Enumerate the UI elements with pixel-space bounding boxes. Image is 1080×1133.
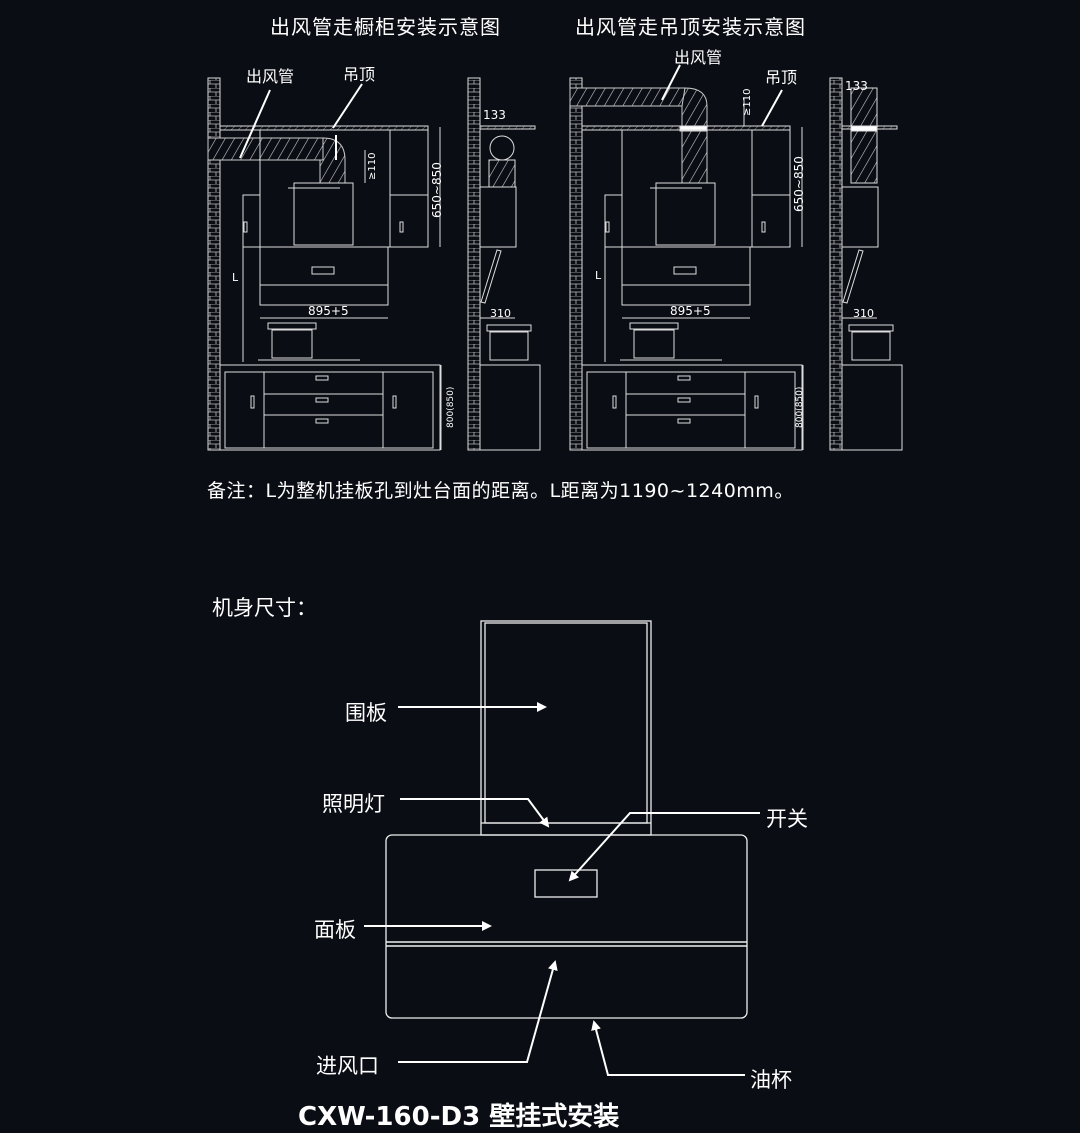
- counter: [581, 364, 803, 451]
- dim-width-2: 895+5: [670, 304, 711, 318]
- dimensions-title: 机身尺寸：: [212, 596, 317, 620]
- counter-inner: [224, 371, 434, 449]
- label-L-2: L: [595, 269, 602, 282]
- pot-lid: [629, 322, 679, 330]
- dim-height-2: 650~850: [792, 156, 806, 212]
- label-duct-2: 出风管: [674, 48, 722, 67]
- label-oil-cup: 油杯: [750, 1068, 792, 1092]
- footer-title: CXW-160-D3 壁挂式安装: [298, 1102, 620, 1132]
- dim-counter-2: 800(850): [795, 387, 805, 428]
- pot-lid: [486, 324, 532, 332]
- duct: [488, 159, 516, 188]
- handle: [761, 221, 766, 233]
- leader-duct: [661, 64, 681, 101]
- dim-side-top-2: 133: [845, 79, 868, 93]
- counter: [841, 364, 903, 451]
- drawer-handle: [315, 418, 329, 424]
- hood-drawing: [385, 620, 748, 1019]
- label-panel-upper: 围板: [345, 701, 387, 725]
- label-switch: 开关: [766, 807, 808, 831]
- title-cabinet-install: 出风管走橱柜安装示意图: [270, 15, 501, 39]
- handle: [605, 221, 610, 233]
- ceiling: [479, 125, 536, 130]
- dim-side-depth: 310: [490, 307, 511, 320]
- dim-width: 895+5: [308, 304, 349, 318]
- handle: [392, 395, 397, 409]
- install-note: 备注：L为整机挂板孔到灶台面的距离。L距离为1190~1240mm。: [207, 480, 794, 502]
- dim-side-top: 133: [483, 108, 506, 122]
- switch: [673, 266, 697, 275]
- callout-arrows: [364, 702, 760, 1076]
- drawer-handle: [315, 397, 329, 403]
- counter: [219, 364, 441, 451]
- wall: [207, 77, 221, 451]
- duct-elbow: [319, 137, 346, 184]
- duct: [207, 137, 324, 161]
- drawer-handle: [315, 375, 329, 381]
- label-ceiling-2: 吊顶: [765, 68, 797, 87]
- switch: [311, 266, 335, 275]
- installation-diagram: 出风管 吊顶 出风管 吊顶 895+5 895+5 133 133 310 31…: [207, 48, 903, 1076]
- wall: [829, 77, 843, 451]
- wall: [467, 77, 481, 451]
- label-ceiling: 吊顶: [343, 65, 375, 84]
- wall: [569, 77, 583, 451]
- label-inlet: 进风口: [316, 1054, 379, 1078]
- title-ceiling-install: 出风管走吊顶安装示意图: [575, 15, 806, 39]
- pot: [271, 329, 313, 359]
- hood-body: [621, 246, 751, 306]
- label-panel: 面板: [314, 918, 356, 942]
- dim-side-depth-2: 310: [853, 307, 874, 320]
- duct: [850, 87, 878, 184]
- pot-lid: [267, 322, 317, 330]
- chimney: [293, 182, 354, 246]
- cabinet-door: [389, 194, 429, 248]
- cabinet-door: [751, 194, 791, 248]
- leader-ceiling: [761, 89, 783, 127]
- handle: [250, 395, 255, 409]
- dim-gap-2: ≥110: [742, 89, 753, 116]
- pot: [633, 329, 675, 359]
- cabinet-door: [242, 194, 261, 248]
- ceiling: [219, 125, 429, 131]
- leader-duct: [239, 89, 271, 159]
- dim-gap: ≥110: [367, 153, 378, 180]
- dim-counter: 800(850): [446, 387, 456, 428]
- duct-collar: [850, 125, 878, 132]
- label-light: 照明灯: [322, 792, 385, 816]
- drawer-handle: [677, 375, 691, 381]
- dim-height: 650~850: [430, 162, 444, 218]
- upper-panel-outline: [480, 620, 652, 836]
- duct-collar: [679, 125, 708, 132]
- side-chimney: [479, 186, 517, 248]
- label-duct: 出风管: [246, 67, 294, 86]
- side-panel: [480, 249, 502, 304]
- side-chimney: [841, 186, 879, 248]
- duct-section: [489, 135, 515, 161]
- leader-ceiling: [332, 83, 363, 129]
- handle: [612, 395, 617, 409]
- pot: [851, 331, 891, 361]
- pot-lid: [848, 324, 894, 332]
- drawer-handle: [677, 397, 691, 403]
- handle: [243, 221, 248, 233]
- cabinet-door: [604, 194, 623, 248]
- counter-inner: [586, 371, 796, 449]
- switch-box: [534, 869, 598, 898]
- label-L: L: [232, 271, 239, 284]
- chimney: [655, 182, 716, 246]
- drawer-handle: [677, 418, 691, 424]
- duct-vertical: [681, 87, 708, 184]
- handle: [754, 395, 759, 409]
- pot: [489, 331, 529, 361]
- side-panel: [842, 249, 864, 304]
- handle: [399, 221, 404, 233]
- counter: [479, 364, 541, 451]
- hood-body: [259, 246, 389, 306]
